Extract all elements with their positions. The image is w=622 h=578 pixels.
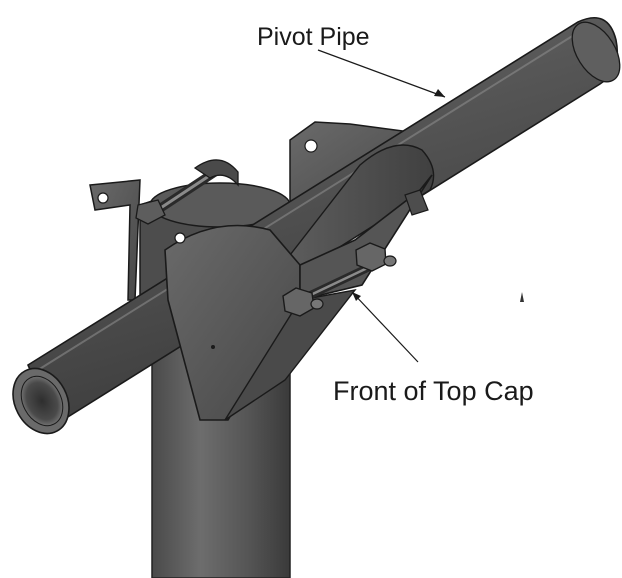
rear-bracket: [89, 179, 141, 301]
pipe-open-end: [12, 367, 70, 435]
front-top-cap-plate: [164, 174, 433, 421]
pivot-pipe-label: Pivot Pipe: [257, 23, 370, 51]
front-nut-upper: [355, 242, 397, 272]
pivot-pipe-leader: [317, 49, 446, 98]
stray-mark: [520, 292, 524, 302]
front-of-top-cap-label: Front of Top Cap: [333, 376, 534, 406]
top-cap-leader: [351, 291, 419, 363]
rear-u-bolt: [135, 159, 239, 225]
front-nut-lower: [282, 287, 324, 317]
